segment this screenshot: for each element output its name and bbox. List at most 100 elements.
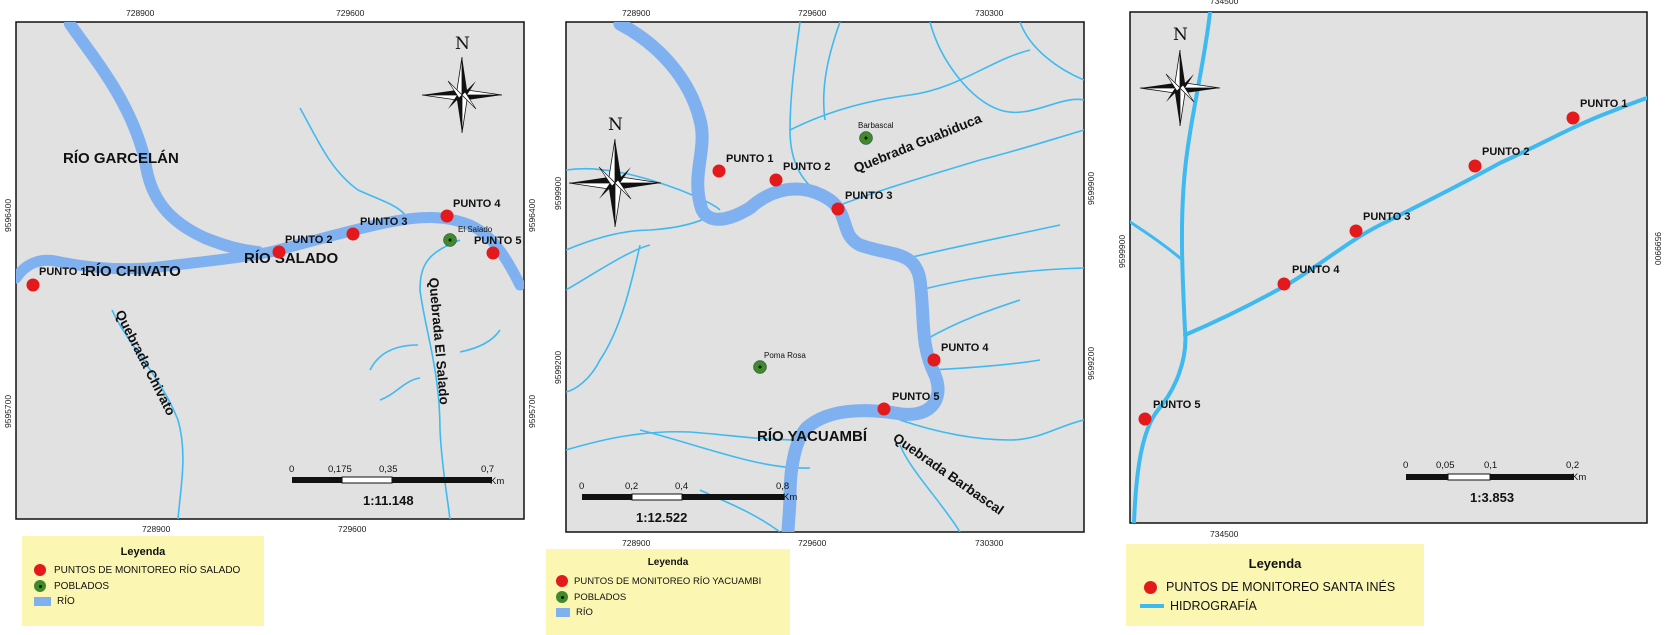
map3-legend-title: Leyenda — [1248, 556, 1302, 571]
map1-scale-ratio: 1:11.148 — [363, 493, 414, 508]
map1-legend-item-settlements: POBLADOS — [34, 580, 252, 592]
map2-scale-tick-2: 0,4 — [675, 481, 688, 492]
map2-rivers — [613, 22, 945, 532]
map2-panel: Quebrada Guabiduca Barbascal Poma Rosa R… — [553, 8, 1096, 548]
river-swatch-icon — [34, 597, 51, 606]
map2-left-tick-0: 9599900 — [553, 177, 563, 210]
map2-legend: Leyenda PUNTOS DE MONITOREO RÍO YACUAMBI… — [546, 549, 790, 635]
map1-legend-item-river: RÍO — [34, 596, 252, 607]
map1-top-tick-0: 728900 — [126, 8, 155, 18]
label-rio-chivato: RÍO CHIVATO — [85, 263, 181, 280]
map2-north-letter: N — [608, 115, 623, 135]
map1-scale-tick-3: 0,7 — [481, 464, 494, 475]
map2-scale-unit: Km — [783, 492, 797, 503]
map2-legend-item-points: PUNTOS DE MONITOREO RÍO YACUAMBI — [556, 575, 780, 587]
map3-point-1 — [1566, 111, 1580, 125]
map2-point-1 — [712, 164, 726, 178]
map2-scale-tick-0: 0 — [579, 481, 584, 492]
label-rio-salado: RÍO SALADO — [244, 250, 339, 267]
map2-point-3 — [831, 202, 845, 216]
map2-top-tick-1: 729600 — [798, 8, 827, 18]
map1-point-4-label: PUNTO 4 — [453, 198, 501, 210]
map3-point-4-label: PUNTO 4 — [1292, 264, 1340, 276]
settlement-icon — [34, 580, 46, 592]
map2-scale-bar: 0 0,2 0,4 0,8 Km 1:12.522 — [579, 481, 797, 525]
map1-north-letter: N — [455, 34, 470, 54]
map3-scale-tick-3: 0,2 — [1566, 460, 1579, 471]
settlement-icon — [556, 591, 568, 603]
map1-scale-tick-0: 0 — [289, 464, 294, 475]
map2-point-5-label: PUNTO 5 — [892, 391, 939, 403]
map2-point-2-label: PUNTO 2 — [783, 161, 830, 173]
map2-legend-item-river: RÍO — [556, 607, 780, 618]
red-dot-icon — [1144, 580, 1157, 594]
map3-hydrography — [1130, 12, 1647, 523]
map3-top-tick-0: 734500 — [1210, 0, 1239, 6]
map3-scale-bar: 0 0,05 0,1 0,2 Km 1:3.853 — [1403, 460, 1586, 505]
label-poma-rosa: Poma Rosa — [764, 351, 806, 360]
map3-point-3 — [1349, 224, 1363, 238]
map1-point-2-label: PUNTO 2 — [285, 234, 332, 246]
map2-legend-label-settlements: POBLADOS — [574, 591, 627, 603]
north-arrow-icon — [568, 138, 662, 228]
map3-right-tick-0: 9599900 — [1653, 232, 1663, 265]
map2-legend-item-settlements: POBLADOS — [556, 591, 780, 603]
map3-points — [1138, 111, 1580, 426]
map3-scale-tick-1: 0,05 — [1436, 460, 1455, 471]
map2-point-2 — [769, 173, 783, 187]
map2-right-tick-1: 9599200 — [1086, 347, 1096, 380]
map1-point-5-label: PUNTO 5 — [474, 235, 521, 247]
map3-point-3-label: PUNTO 3 — [1363, 211, 1410, 223]
map3-left-tick-0: 9599900 — [1117, 235, 1127, 268]
map3-point-4 — [1277, 277, 1291, 291]
map2-point-5 — [877, 402, 891, 416]
map1-streams — [111, 107, 501, 519]
map2-scale-ratio: 1:12.522 — [636, 510, 687, 525]
map1-legend-label-river: RÍO — [57, 596, 75, 607]
map1-legend-title: Leyenda — [120, 546, 166, 558]
map1-point-3 — [346, 227, 360, 241]
map3-legend-item-hydrography: HIDROGRAFÍA — [1140, 599, 1410, 613]
map2-top-tick-0: 728900 — [622, 8, 651, 18]
map1-legend-label-points: PUNTOS DE MONITOREO RÍO SALADO — [54, 564, 241, 576]
hydrography-line-icon — [1140, 604, 1164, 608]
map2-legend-label-points: PUNTOS DE MONITOREO RÍO YACUAMBI — [574, 575, 762, 587]
map2-legend-title: Leyenda — [647, 557, 689, 568]
map1-left-tick-1: 9595700 — [3, 395, 13, 428]
map2-left-tick-1: 9599200 — [553, 351, 563, 384]
north-arrow-icon — [1139, 49, 1221, 127]
map1-point-5 — [486, 246, 500, 260]
map1-point-1-label: PUNTO 1 — [39, 266, 86, 278]
map2-streams — [566, 22, 1084, 532]
map3-point-2-label: PUNTO 2 — [1482, 146, 1529, 158]
map1-scale-unit: Km — [490, 476, 504, 487]
map2-point-3-label: PUNTO 3 — [845, 190, 892, 202]
label-el-salado: El Salado — [458, 225, 493, 234]
map1-point-2 — [272, 245, 286, 259]
map3-legend-item-points: PUNTOS DE MONITOREO SANTA INÉS — [1140, 580, 1410, 594]
map3-north-letter: N — [1173, 25, 1188, 45]
map3-scale-unit: Km — [1572, 472, 1586, 483]
map3-scale-tick-2: 0,1 — [1484, 460, 1497, 471]
map3-point-5-label: PUNTO 5 — [1153, 399, 1200, 411]
label-rio-garcelan: RÍO GARCELÁN — [63, 150, 179, 167]
map1-legend-label-settlements: POBLADOS — [54, 580, 110, 592]
north-arrow-icon — [421, 56, 503, 134]
map1-panel: RÍO GARCELÁN RÍO CHIVATO RÍO SALADO Queb… — [3, 8, 537, 534]
map2-bottom-tick-2: 730300 — [975, 538, 1004, 548]
map1-point-1 — [26, 278, 40, 292]
map1-top-tick-1: 729600 — [336, 8, 365, 18]
map2-top-tick-2: 730300 — [975, 8, 1004, 18]
map1-bottom-tick-0: 728900 — [142, 524, 171, 534]
map2-scale-tick-1: 0,2 — [625, 481, 638, 492]
map3-bottom-tick-0: 734500 — [1210, 529, 1239, 539]
map1-right-tick-1: 9595700 — [527, 395, 537, 428]
map1-legend: Leyenda PUNTOS DE MONITOREO RÍO SALADO P… — [22, 536, 264, 626]
map3-scale-ratio: 1:3.853 — [1470, 490, 1514, 505]
map3-point-1-label: PUNTO 1 — [1580, 98, 1627, 110]
map2-points — [712, 164, 941, 416]
map2-right-tick-0: 9599900 — [1086, 172, 1096, 205]
map3-legend-label-hydrography: HIDROGRAFÍA — [1170, 599, 1257, 613]
map1-point-3-label: PUNTO 3 — [360, 216, 407, 228]
